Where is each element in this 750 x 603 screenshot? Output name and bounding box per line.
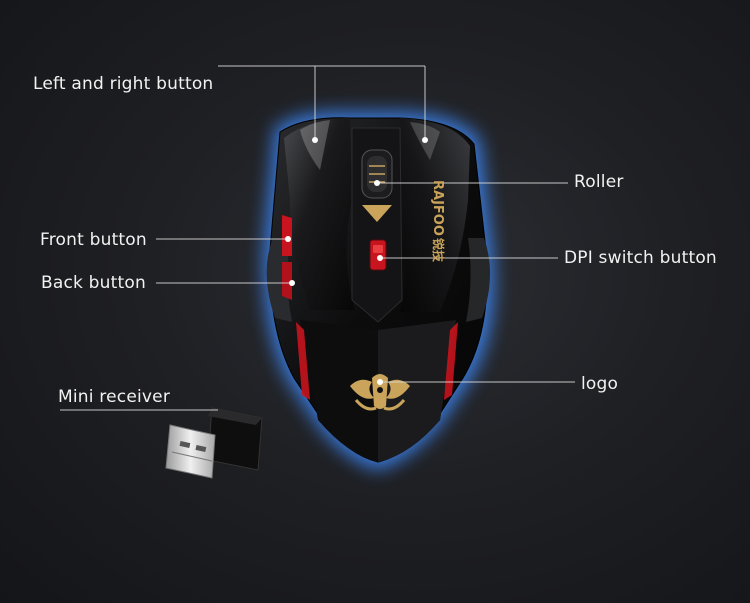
leader-lines <box>60 65 575 411</box>
label-front-button: Front button <box>40 230 147 250</box>
label-left-right-button: Left and right button <box>33 74 214 94</box>
label-dpi-switch-button: DPI switch button <box>564 248 717 268</box>
scroll-wheel <box>361 149 393 222</box>
label-back-button: Back button <box>41 273 146 293</box>
usb-receiver-illustration <box>165 407 263 479</box>
brand-name: RAJFOO <box>430 180 445 236</box>
label-logo: logo <box>581 374 619 394</box>
label-roller: Roller <box>574 172 624 192</box>
leader-dots <box>285 137 428 385</box>
logo-emblem <box>350 374 410 411</box>
label-mini-receiver: Mini receiver <box>58 387 171 407</box>
brand-chinese: 锐技 <box>431 238 446 263</box>
dpi-button <box>369 239 387 271</box>
